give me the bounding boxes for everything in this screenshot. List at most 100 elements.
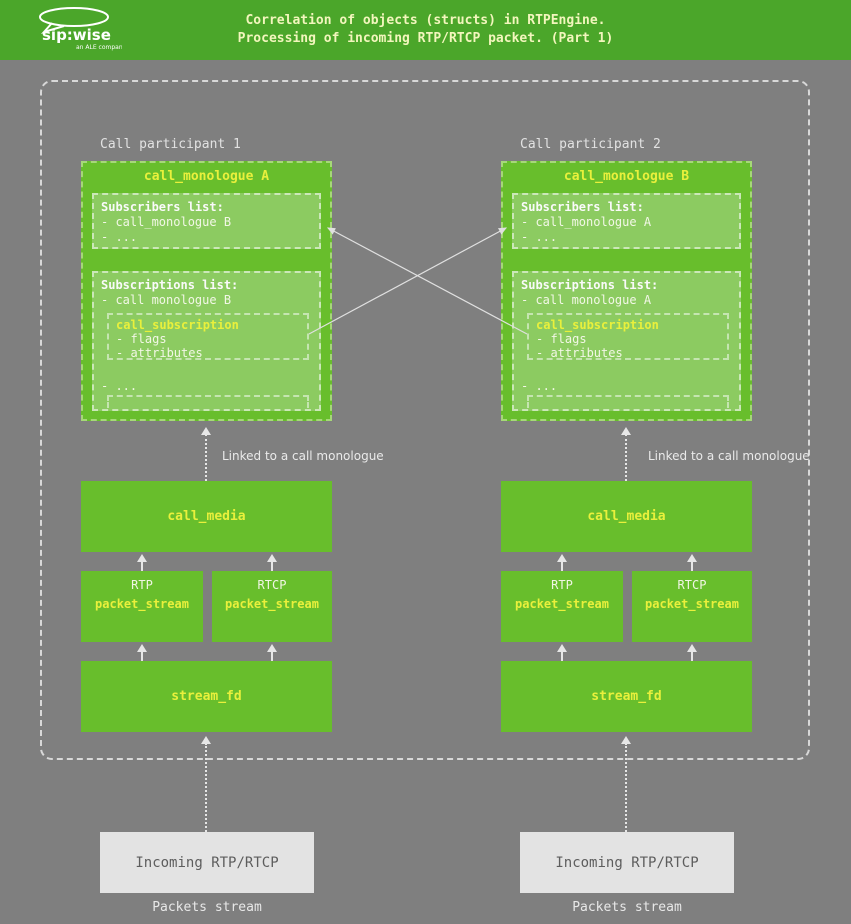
fd-to-packet-arrow	[136, 644, 148, 661]
fd-to-packet-arrow	[556, 644, 568, 661]
call-media-box-1: call_media	[81, 481, 332, 552]
packets-stream-label-2: Packets stream	[572, 900, 682, 915]
packet-stream-rtp-box-2: RTP packet_stream	[501, 571, 623, 642]
incoming-rtp-box-1: Incoming RTP/RTCP	[100, 832, 314, 893]
participant-1-label: Call participant 1	[100, 137, 241, 152]
stream-fd-box-1: stream_fd	[81, 661, 332, 732]
packet-stream-label: packet_stream	[515, 597, 609, 611]
arrowhead-icon	[137, 644, 147, 652]
subscribers-heading-2: Subscribers list:	[521, 200, 644, 214]
rtp-label: RTP	[551, 578, 573, 592]
subscribers-item: - ...	[101, 230, 138, 244]
subscribers-list-box-2: Subscribers list: - call_monologue A - .…	[512, 193, 741, 249]
diagram-title-line2: Processing of incoming RTP/RTCP packet. …	[237, 31, 614, 46]
incoming-arrow-1	[200, 736, 212, 832]
subscriptions-list-box-1: Subscriptions list: - call monologue B c…	[92, 271, 321, 411]
arrow-line	[205, 743, 207, 832]
call-monologue-b-box: call_monologue B Subscribers list: - cal…	[501, 161, 752, 421]
header-bar: sip:wise an ALE company Correlation of o…	[0, 0, 851, 60]
arrowhead-icon	[621, 736, 631, 744]
subscribers-item: - call_monologue A	[521, 215, 652, 229]
subscriptions-more-2: - ...	[521, 379, 558, 393]
incoming-rtp-box-2: Incoming RTP/RTCP	[520, 832, 734, 893]
subscriptions-heading-2: Subscriptions list:	[521, 278, 659, 292]
subscription-item: - flags	[536, 332, 587, 346]
participant-2-label: Call participant 2	[520, 137, 661, 152]
stream-fd-box-2: stream_fd	[501, 661, 752, 732]
packet-stream-rtcp-box-1: RTCP packet_stream	[212, 571, 332, 642]
subscribers-list-box-1: Subscribers list: - call_monologue B - .…	[92, 193, 321, 249]
diagram-title: Correlation of objects (structs) in RTPE…	[0, 12, 851, 48]
rtcp-label: RTCP	[677, 578, 707, 592]
call-subscription-title-2: call_subscription	[536, 318, 659, 332]
subscription-item: - attributes	[116, 346, 203, 360]
subscription-item: - flags	[116, 332, 167, 346]
arrow-line	[625, 434, 627, 481]
arrow-line	[625, 743, 627, 832]
arrow-line	[691, 561, 693, 571]
logo-subtitle-text: an ALE company	[76, 44, 122, 51]
logo-bubble-icon	[39, 7, 109, 27]
arrow-line	[271, 561, 273, 571]
arrow-line	[691, 651, 693, 661]
call-subscription-title-1: call_subscription	[116, 318, 239, 332]
arrowhead-icon	[557, 644, 567, 652]
rtcp-label: RTCP	[257, 578, 287, 592]
arrowhead-icon	[621, 427, 631, 435]
packets-stream-label-1: Packets stream	[152, 900, 262, 915]
arrow-line	[271, 651, 273, 661]
packet-stream-label: packet_stream	[95, 597, 189, 611]
call-monologue-b-title: call_monologue B	[563, 169, 690, 184]
packet-to-media-arrow	[266, 554, 278, 571]
subscriptions-heading-1: Subscriptions list:	[101, 278, 239, 292]
subscribers-heading-1: Subscribers list:	[101, 200, 224, 214]
arrowhead-icon	[267, 644, 277, 652]
arrow-line	[561, 561, 563, 571]
sipwise-logo: sip:wise an ALE company	[39, 7, 122, 51]
fd-to-packet-arrow	[686, 644, 698, 661]
linked-label-1: Linked to a call monologue	[222, 449, 384, 463]
arrow-line	[141, 561, 143, 571]
arrowhead-icon	[201, 427, 211, 435]
call-monologue-a-box: call_monologue A Subscribers list: - cal…	[81, 161, 332, 421]
call-media-box-2: call_media	[501, 481, 752, 552]
empty-subscription-box-2	[527, 395, 729, 409]
subscription-item: - attributes	[536, 346, 623, 360]
incoming-arrow-2	[620, 736, 632, 832]
monologue-link-arrow-1	[200, 427, 212, 481]
call-subscription-box-2: call_subscription - flags - attributes	[527, 313, 729, 360]
arrowhead-icon	[687, 644, 697, 652]
arrow-line	[205, 434, 207, 481]
packet-stream-rtp-box-1: RTP packet_stream	[81, 571, 203, 642]
empty-subscription-box-1	[107, 395, 309, 409]
subscribers-item: - ...	[521, 230, 558, 244]
fd-to-packet-arrow	[266, 644, 278, 661]
diagram-title-line1: Correlation of objects (structs) in RTPE…	[245, 13, 606, 28]
arrow-line	[141, 651, 143, 661]
rtp-label: RTP	[131, 578, 153, 592]
arrowhead-icon	[557, 554, 567, 562]
packet-stream-label: packet_stream	[225, 597, 319, 611]
monologue-link-arrow-2	[620, 427, 632, 481]
packet-to-media-arrow	[686, 554, 698, 571]
arrowhead-icon	[137, 554, 147, 562]
linked-label-2: Linked to a call monologue	[648, 449, 810, 463]
arrowhead-icon	[687, 554, 697, 562]
arrow-line	[561, 651, 563, 661]
packet-stream-rtcp-box-2: RTCP packet_stream	[632, 571, 752, 642]
subscribers-item: - call_monologue B	[101, 215, 232, 229]
subscriptions-list-box-2: Subscriptions list: - call monologue A c…	[512, 271, 741, 411]
diagram-boundary	[40, 80, 810, 760]
packet-to-media-arrow	[556, 554, 568, 571]
subscriptions-item: - call monologue A	[521, 293, 652, 307]
subscriptions-more-1: - ...	[101, 379, 138, 393]
packet-to-media-arrow	[136, 554, 148, 571]
logo-brand-text: sip:wise	[42, 26, 111, 44]
arrowhead-icon	[201, 736, 211, 744]
subscriptions-item: - call monologue B	[101, 293, 232, 307]
arrowhead-icon	[267, 554, 277, 562]
call-monologue-a-title: call_monologue A	[143, 169, 270, 184]
logo-bubble-tail-icon	[40, 22, 65, 34]
packet-stream-label: packet_stream	[645, 597, 739, 611]
